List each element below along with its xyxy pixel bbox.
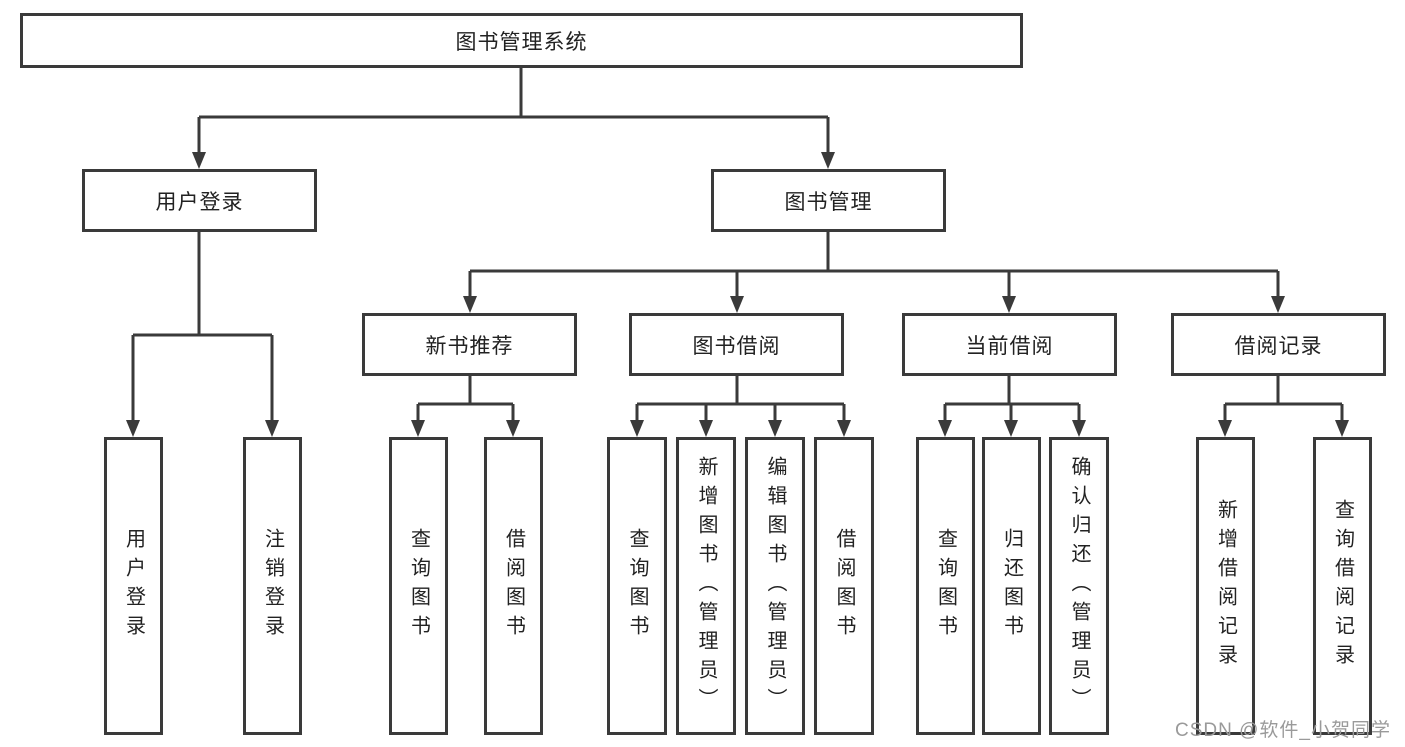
leaf-borrow-edit-books-admin-label: 编辑图书（管理员） (764, 455, 786, 717)
node-current-borrow-label: 当前借阅 (965, 334, 1054, 358)
leaf-current-query-books-label: 查询图书 (934, 528, 957, 644)
arrowheads (126, 152, 1349, 437)
node-borrow-records-label: 借阅记录 (1234, 334, 1323, 358)
leaf-records-add-record: 新增借阅记录 (1196, 437, 1255, 735)
leaf-borrow-query-books: 查询图书 (607, 437, 667, 735)
node-current-borrow: 当前借阅 (902, 313, 1117, 376)
leaf-newbook-borrow-books: 借阅图书 (484, 437, 543, 735)
node-user-login: 用户登录 (82, 169, 317, 232)
leaf-borrow-borrow-books: 借阅图书 (814, 437, 874, 735)
leaf-newbook-borrow-books-label: 借阅图书 (502, 528, 525, 644)
leaf-borrow-edit-books-admin: 编辑图书（管理员） (745, 437, 805, 735)
node-root-system: 图书管理系统 (20, 13, 1023, 68)
node-book-borrow: 图书借阅 (629, 313, 844, 376)
leaf-borrow-add-books-admin: 新增图书（管理员） (676, 437, 736, 735)
leaf-current-return-books: 归还图书 (982, 437, 1041, 735)
node-new-book-recommend: 新书推荐 (362, 313, 577, 376)
leaf-user-login-label: 用户登录 (122, 528, 145, 644)
node-book-borrow-label: 图书借阅 (692, 334, 781, 358)
leaf-borrow-add-books-admin-label: 新增图书（管理员） (695, 455, 717, 717)
leaf-records-add-record-label: 新增借阅记录 (1214, 499, 1237, 673)
leaf-newbook-query-books: 查询图书 (389, 437, 448, 735)
leaf-current-confirm-return-admin-label: 确认归还（管理员） (1068, 455, 1090, 717)
leaf-current-return-books-label: 归还图书 (1000, 528, 1023, 644)
leaf-current-query-books: 查询图书 (916, 437, 975, 735)
node-borrow-records: 借阅记录 (1171, 313, 1386, 376)
leaf-user-login: 用户登录 (104, 437, 163, 735)
leaf-logout-label: 注销登录 (261, 528, 284, 644)
csdn-watermark: CSDN @软件_小贺同学 (1175, 720, 1391, 741)
leaf-newbook-query-books-label: 查询图书 (407, 528, 430, 644)
leaf-records-query-record: 查询借阅记录 (1313, 437, 1372, 735)
node-root-system-label: 图书管理系统 (455, 30, 588, 54)
edge-lines (131, 68, 1344, 423)
leaf-borrow-borrow-books-label: 借阅图书 (833, 528, 855, 644)
node-new-book-recommend-label: 新书推荐 (425, 334, 514, 358)
leaf-current-confirm-return-admin: 确认归还（管理员） (1049, 437, 1109, 735)
node-user-login-label: 用户登录 (155, 190, 244, 214)
leaf-logout: 注销登录 (243, 437, 302, 735)
leaf-borrow-query-books-label: 查询图书 (626, 528, 648, 644)
node-book-management: 图书管理 (711, 169, 946, 232)
leaf-records-query-record-label: 查询借阅记录 (1331, 499, 1354, 673)
node-book-management-label: 图书管理 (784, 190, 873, 214)
